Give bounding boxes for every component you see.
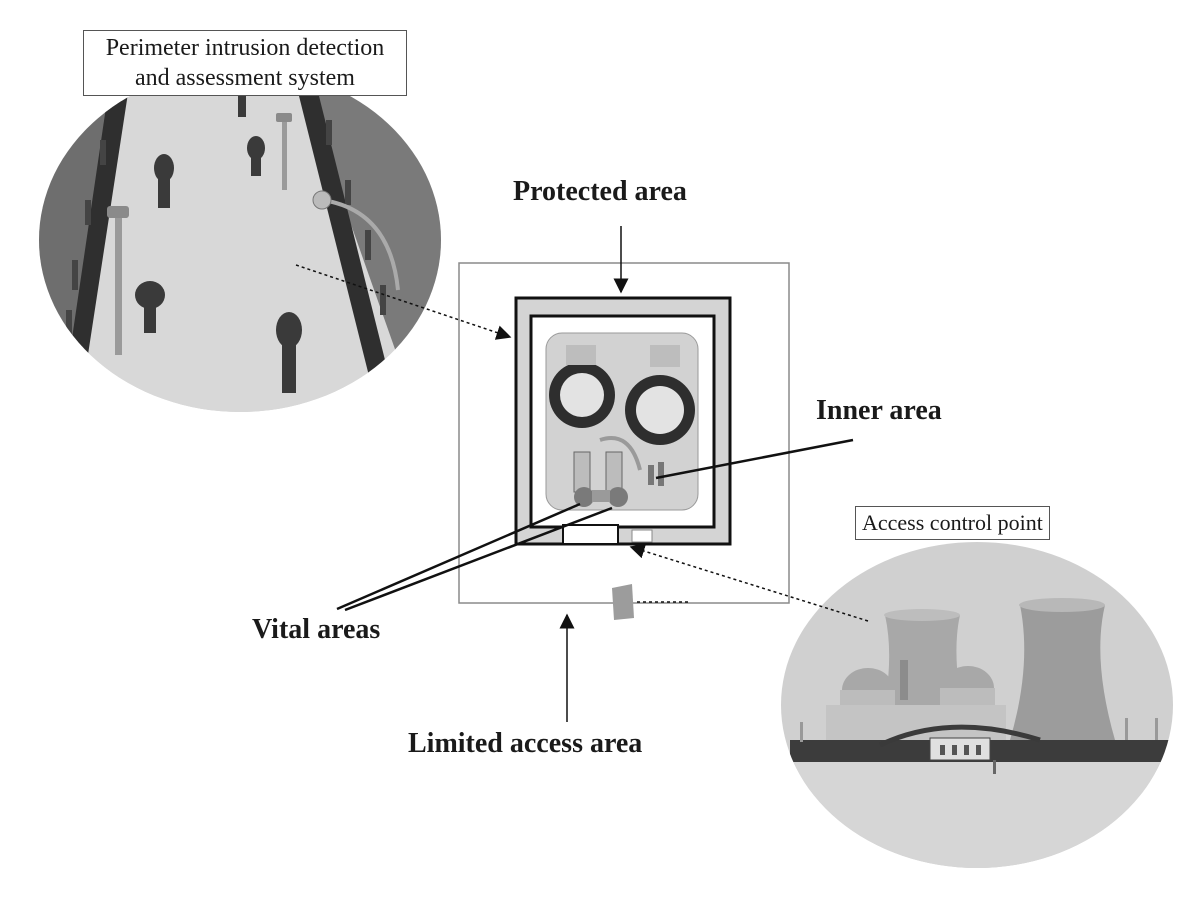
protected-area-label: Protected area bbox=[513, 176, 687, 207]
access-control-view-circle bbox=[781, 542, 1173, 868]
access-control-pointer bbox=[629, 543, 869, 622]
vital-areas-pointer-1 bbox=[336, 502, 581, 611]
leader-lines bbox=[295, 226, 869, 722]
pidas-label-line-2: and assessment system bbox=[135, 65, 355, 91]
access-control-building bbox=[612, 584, 634, 620]
pidas-label-line-1: Perimeter intrusion detection bbox=[105, 35, 385, 61]
perimeter-view-circle bbox=[39, 68, 441, 412]
inner-area-pointer bbox=[655, 438, 854, 480]
pidas-pointer bbox=[295, 264, 512, 340]
reactor-buildings bbox=[549, 345, 695, 471]
vital-areas-pointer-2 bbox=[344, 506, 613, 612]
vital-area-components bbox=[573, 451, 664, 507]
access-control-point-label: Access control point bbox=[855, 506, 1050, 540]
site-plan bbox=[458, 262, 790, 620]
vital-areas-label: Vital areas bbox=[252, 614, 381, 645]
limited-access-area-label: Limited access area bbox=[408, 728, 643, 759]
inner-area-label: Inner area bbox=[816, 395, 942, 426]
pidas-label-box: Perimeter intrusion detection and assess… bbox=[83, 30, 407, 96]
